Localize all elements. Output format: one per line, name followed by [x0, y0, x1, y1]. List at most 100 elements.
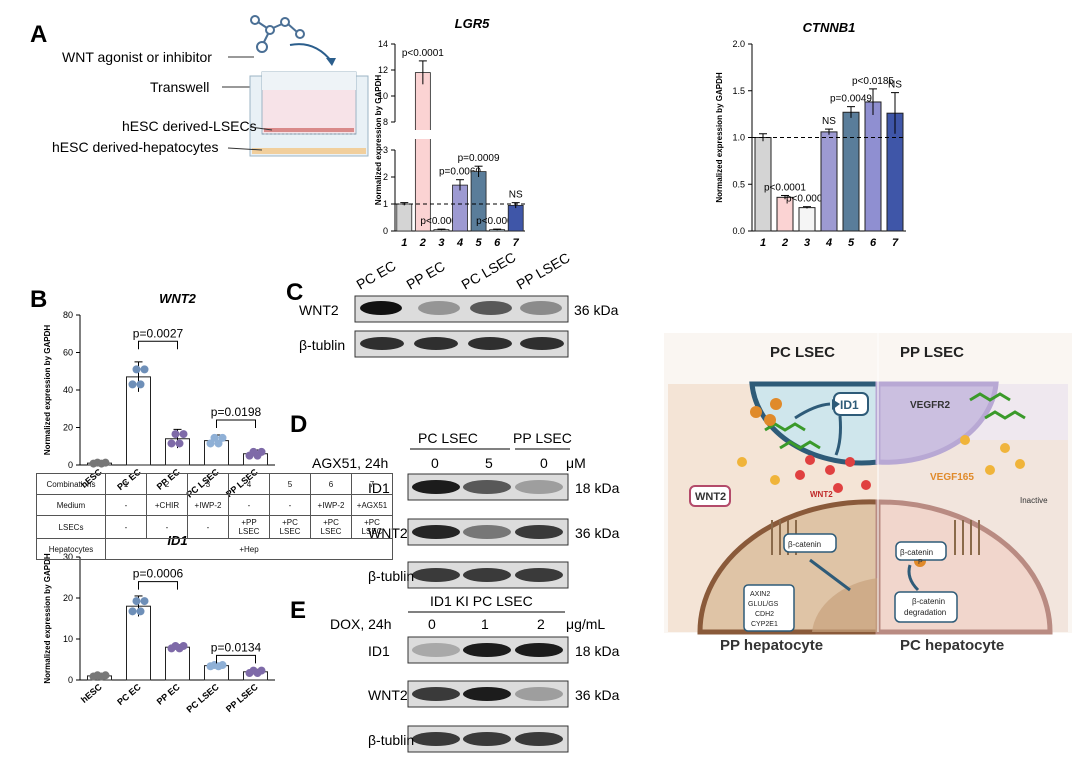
- y-tick-label: 20: [63, 423, 73, 433]
- kda-label: 36 kDa: [574, 302, 619, 318]
- target-gene-3: CDH2: [755, 611, 774, 618]
- y-tick-label: 1.0: [732, 133, 745, 143]
- blot-band: [463, 568, 511, 582]
- x-tick-label: 5: [848, 237, 855, 249]
- data-point: [167, 439, 176, 448]
- p-value-label: NS: [509, 190, 523, 201]
- table-cell: 3: [187, 473, 229, 495]
- table-cell: +Hep: [105, 538, 393, 560]
- table-cell: 4: [228, 473, 270, 495]
- dose-label: 0: [431, 455, 439, 471]
- data-point: [101, 458, 110, 467]
- x-tick-label: 5: [476, 237, 483, 249]
- x-tick-label: 1: [401, 237, 407, 249]
- beta-catenin-pc: β-catenin: [900, 548, 933, 557]
- group-label: ID1 KI PC LSEC: [430, 593, 533, 609]
- p-value-label: p<0.0001: [764, 182, 806, 193]
- wnt2-secreted-label: WNT2: [810, 490, 833, 499]
- y-tick-label: 0: [383, 226, 388, 236]
- blot-band: [412, 687, 460, 701]
- comparison-label: p=0.0198: [211, 405, 262, 419]
- blot-band: [463, 732, 511, 746]
- data-point: [136, 380, 145, 389]
- unit-label: μg/mL: [566, 616, 605, 632]
- p-value-label: NS: [822, 116, 836, 127]
- y-tick-label: 0: [68, 675, 73, 685]
- x-tick-label: 6: [494, 237, 501, 249]
- x-tick-label: 7: [892, 237, 899, 249]
- target-gene-4: CYP2E1: [751, 621, 778, 628]
- blot-strip: [354, 295, 569, 323]
- degradation-line-2: degradation: [904, 608, 946, 617]
- x-tick-label: hESC: [79, 682, 104, 705]
- blot-band: [515, 480, 563, 494]
- bar: [842, 111, 860, 232]
- y-tick-label: 0.5: [732, 179, 745, 189]
- blot-band: [515, 568, 563, 582]
- p-value-label: p<0.0001: [476, 216, 518, 227]
- table-cell: -: [105, 494, 147, 516]
- y-tick-label: 10: [63, 634, 73, 644]
- comparison-bracket: [216, 419, 256, 428]
- row-label: β-tublin: [368, 568, 414, 584]
- data-point: [128, 607, 137, 616]
- row-label: β-tublin: [299, 337, 345, 353]
- unit-label: μM: [566, 455, 586, 471]
- data-point: [257, 447, 266, 456]
- bar: [165, 646, 190, 681]
- data-point: [179, 430, 188, 439]
- kda-label: 18 kDa: [575, 480, 620, 496]
- table-cell: +IWP-2: [187, 494, 229, 516]
- table-cell: -: [146, 515, 188, 539]
- lane-label: PC EC: [354, 257, 399, 292]
- blot-band: [463, 687, 511, 701]
- chart-title: CTNNB1: [803, 20, 856, 35]
- blot-band: [463, 643, 511, 657]
- bar: [507, 204, 524, 232]
- axis-break-gap: [414, 130, 432, 139]
- table-cell: +PC LSEC: [269, 515, 311, 539]
- table-cell: 1: [105, 473, 147, 495]
- x-tick-label: PP EC: [155, 682, 182, 707]
- panel-letter-e: E: [290, 597, 306, 624]
- comparison-bracket: [216, 654, 256, 664]
- row-header: Hepatocytes: [36, 538, 106, 560]
- table-row: Hepatocytes+Hep: [36, 538, 393, 560]
- row-header: Medium: [36, 494, 106, 516]
- p-value-label: p=0.0009: [458, 153, 500, 164]
- x-tick-label: 2: [419, 237, 426, 249]
- dose-label: 0: [428, 616, 436, 632]
- panel-letter-d: D: [290, 411, 307, 438]
- blot-band: [418, 301, 460, 315]
- panel-letter-c: C: [286, 279, 303, 306]
- group-label: PC LSEC: [418, 430, 478, 446]
- blot-band: [515, 732, 563, 746]
- table-cell: 2: [146, 473, 188, 495]
- row-header: Combinations: [36, 473, 106, 495]
- y-tick-label: 3: [383, 145, 388, 155]
- row-label: WNT2: [368, 687, 408, 703]
- inactive-label: Inactive: [1020, 496, 1048, 505]
- row-label: β-tublin: [368, 732, 414, 748]
- id1-box-label: ID1: [840, 398, 859, 412]
- data-point: [218, 661, 227, 670]
- beta-catenin-pp: β-catenin: [788, 540, 821, 549]
- blot-band: [412, 732, 460, 746]
- panel-letter-a: A: [30, 21, 47, 48]
- y-tick-label: 2: [383, 172, 388, 182]
- comparison-label: p=0.0027: [133, 326, 184, 340]
- degradation-line-1: β-catenin: [912, 597, 945, 606]
- y-tick-label: 0.0: [732, 226, 745, 236]
- data-point: [175, 439, 184, 448]
- x-tick-label: PP LSEC: [224, 682, 260, 715]
- blot-band: [412, 525, 460, 539]
- bar: [414, 72, 431, 232]
- comparison-label: p=0.0006: [133, 567, 184, 581]
- bar: [396, 203, 413, 232]
- data-point: [140, 597, 149, 606]
- data-point: [136, 607, 145, 616]
